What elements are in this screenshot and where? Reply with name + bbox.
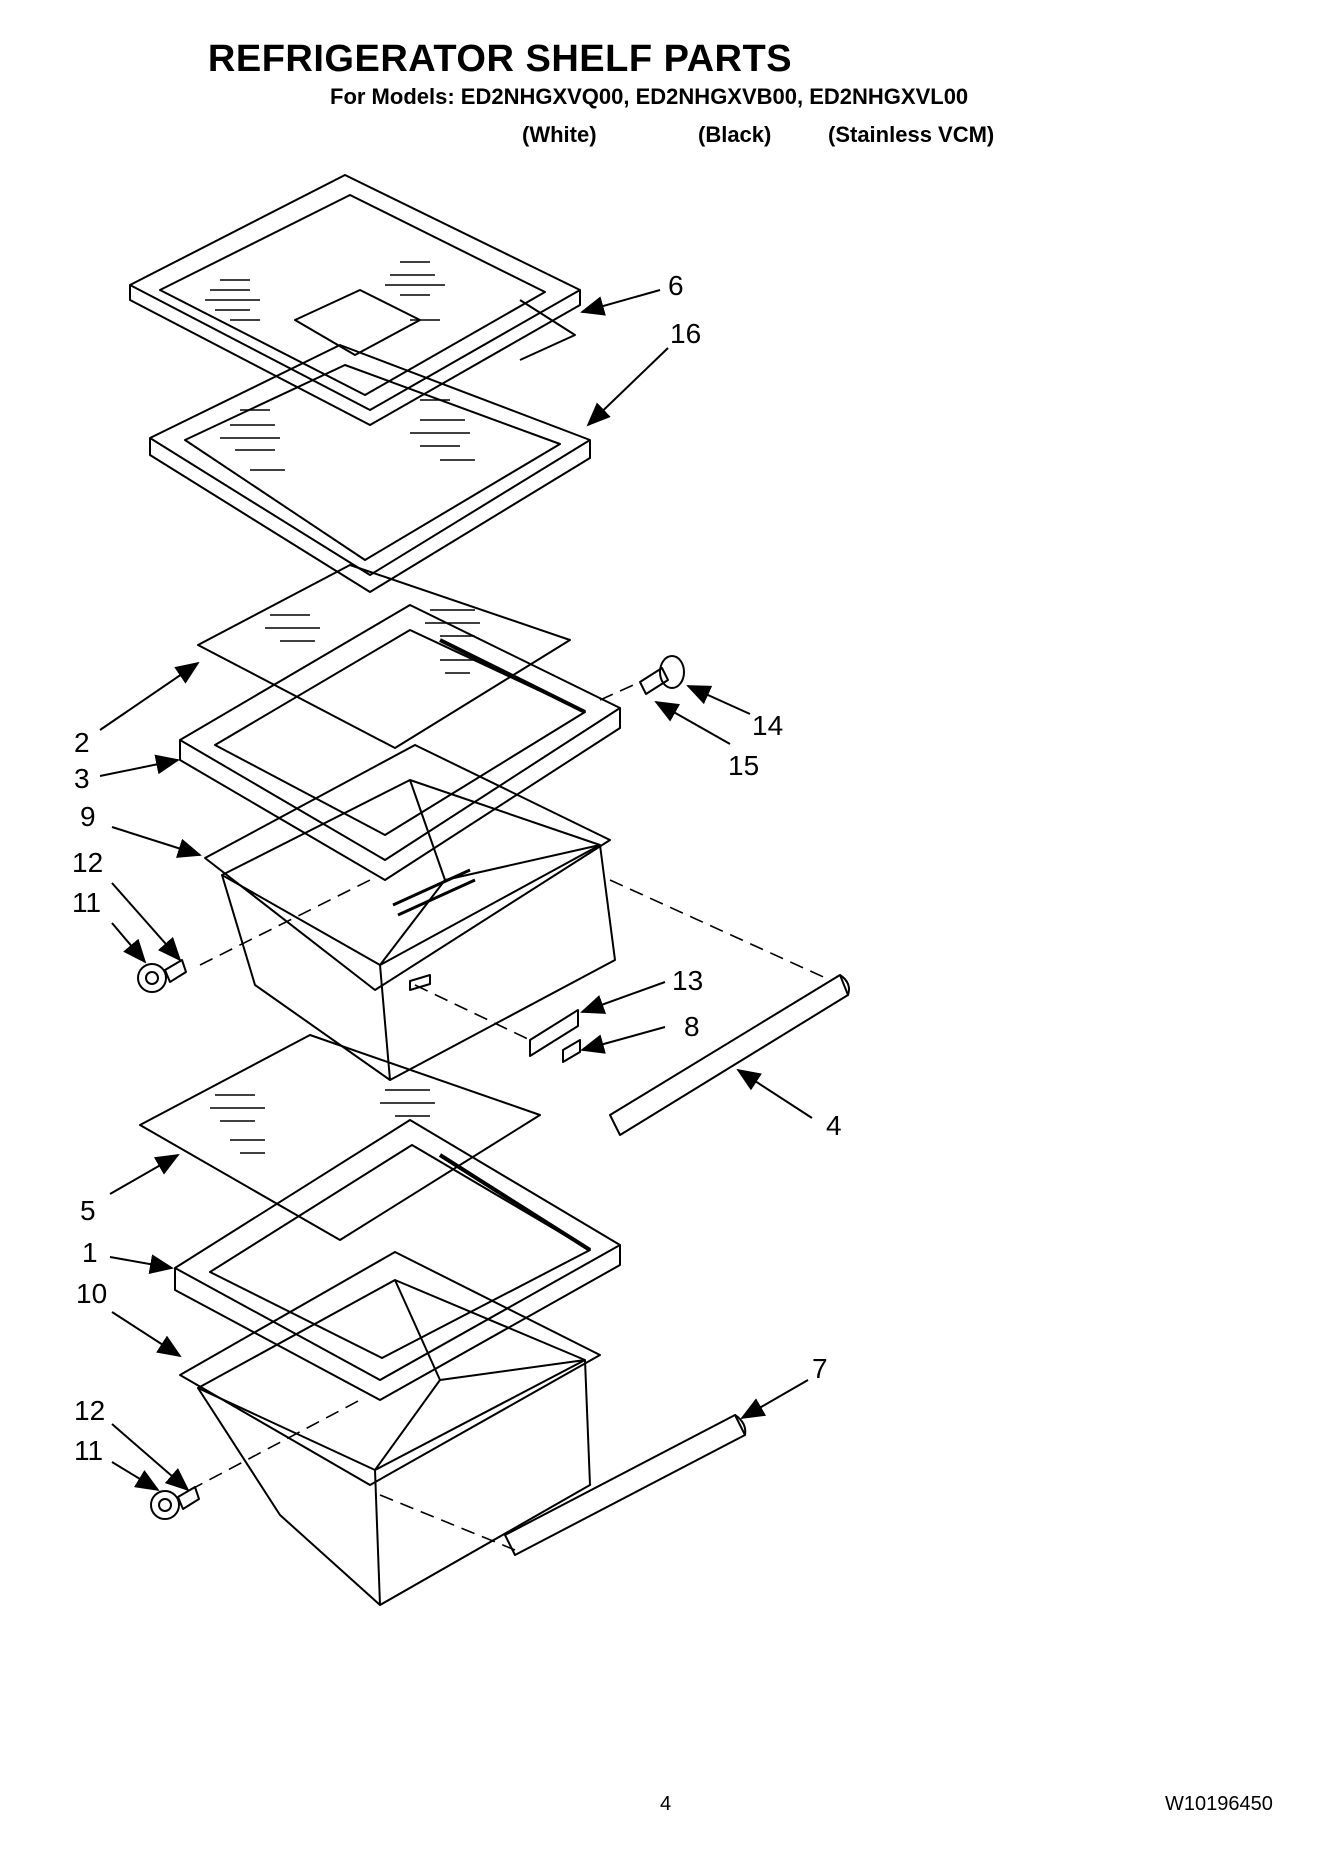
callout-13: 13 <box>672 965 703 996</box>
leader-lines <box>99 289 813 1492</box>
callout-3: 3 <box>74 763 90 794</box>
models-line: For Models: ED2NHGXVQ00, ED2NHGXVB00, ED… <box>330 84 969 109</box>
alignment-lines <box>189 681 831 1551</box>
glass-shelf-part-2 <box>197 564 571 749</box>
callout-12-upper: 12 <box>72 847 103 878</box>
callout-11-upper: 11 <box>72 887 101 918</box>
knob-parts-14-15 <box>639 655 685 695</box>
callout-6: 6 <box>668 270 684 301</box>
glass-shelf-part-5 <box>139 1034 541 1241</box>
page-title: REFRIGERATOR SHELF PARTS <box>207 38 793 80</box>
callout-10: 10 <box>76 1278 107 1309</box>
page-number: 4 <box>660 1793 672 1815</box>
callout-12-lower: 12 <box>74 1395 105 1426</box>
callout-5: 5 <box>80 1195 96 1226</box>
crisper-drawer-part-10 <box>179 1251 601 1606</box>
callout-7: 7 <box>812 1353 828 1384</box>
callout-numbers: 6 16 2 3 9 12 11 14 15 13 8 4 5 1 10 7 1… <box>72 270 842 1466</box>
variant-stainless: (Stainless VCM) <box>828 122 995 147</box>
crisper-frame-part-3 <box>179 604 621 881</box>
upper-shelf-part-16 <box>149 344 591 593</box>
document-number: W10196450 <box>1165 1793 1273 1815</box>
upper-shelf-part-6 <box>129 174 581 426</box>
clip-parts-13-8 <box>529 1009 581 1063</box>
callout-8: 8 <box>684 1011 700 1042</box>
callout-11-lower: 11 <box>74 1435 103 1466</box>
rail-part-4 <box>609 974 850 1136</box>
variant-black: (Black) <box>698 122 772 147</box>
callout-14: 14 <box>752 710 783 741</box>
crisper-drawer-part-9 <box>204 744 616 1081</box>
callout-2: 2 <box>74 727 90 758</box>
rail-part-7 <box>504 1414 747 1556</box>
variant-white: (White) <box>522 122 597 147</box>
callout-4: 4 <box>826 1110 842 1141</box>
callout-15: 15 <box>728 750 759 781</box>
callout-9: 9 <box>80 801 96 832</box>
callout-1: 1 <box>82 1237 98 1268</box>
knob-parts-11-12-lower <box>150 1486 200 1520</box>
crisper-frame-part-1 <box>174 1119 621 1401</box>
callout-16: 16 <box>670 318 701 349</box>
knob-parts-11-12-upper <box>137 959 187 993</box>
